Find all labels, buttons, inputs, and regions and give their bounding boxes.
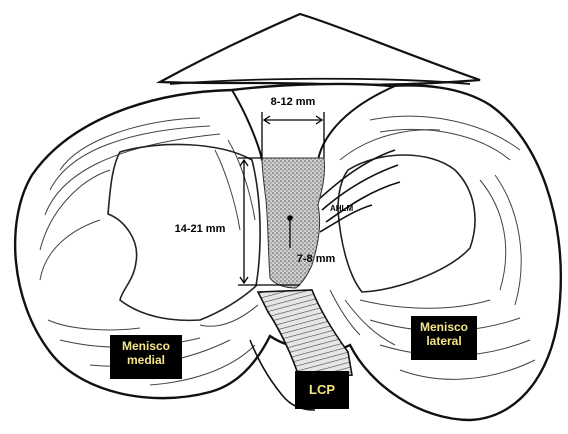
offset-label: 7-8 mm — [297, 253, 336, 265]
lateral-meniscus-label-line1: Menisco — [417, 320, 471, 334]
lcp-tag: LCP — [295, 371, 349, 409]
lcp-label: LCP — [301, 375, 343, 405]
posterior-eminence-outline — [160, 14, 480, 85]
lateral-meniscus-label-line2: lateral — [417, 334, 471, 348]
ahlm-label: AHLM — [330, 204, 353, 213]
medial-meniscus-label-line1: Menisco — [116, 339, 176, 353]
lateral-meniscus-tag: Menisco lateral — [411, 316, 477, 360]
medial-meniscus-label-line2: medial — [116, 353, 176, 367]
width-label: 8-12 mm — [271, 96, 316, 108]
medial-meniscus-tag: Menisco medial — [110, 335, 182, 379]
height-label: 14-21 mm — [175, 223, 226, 235]
